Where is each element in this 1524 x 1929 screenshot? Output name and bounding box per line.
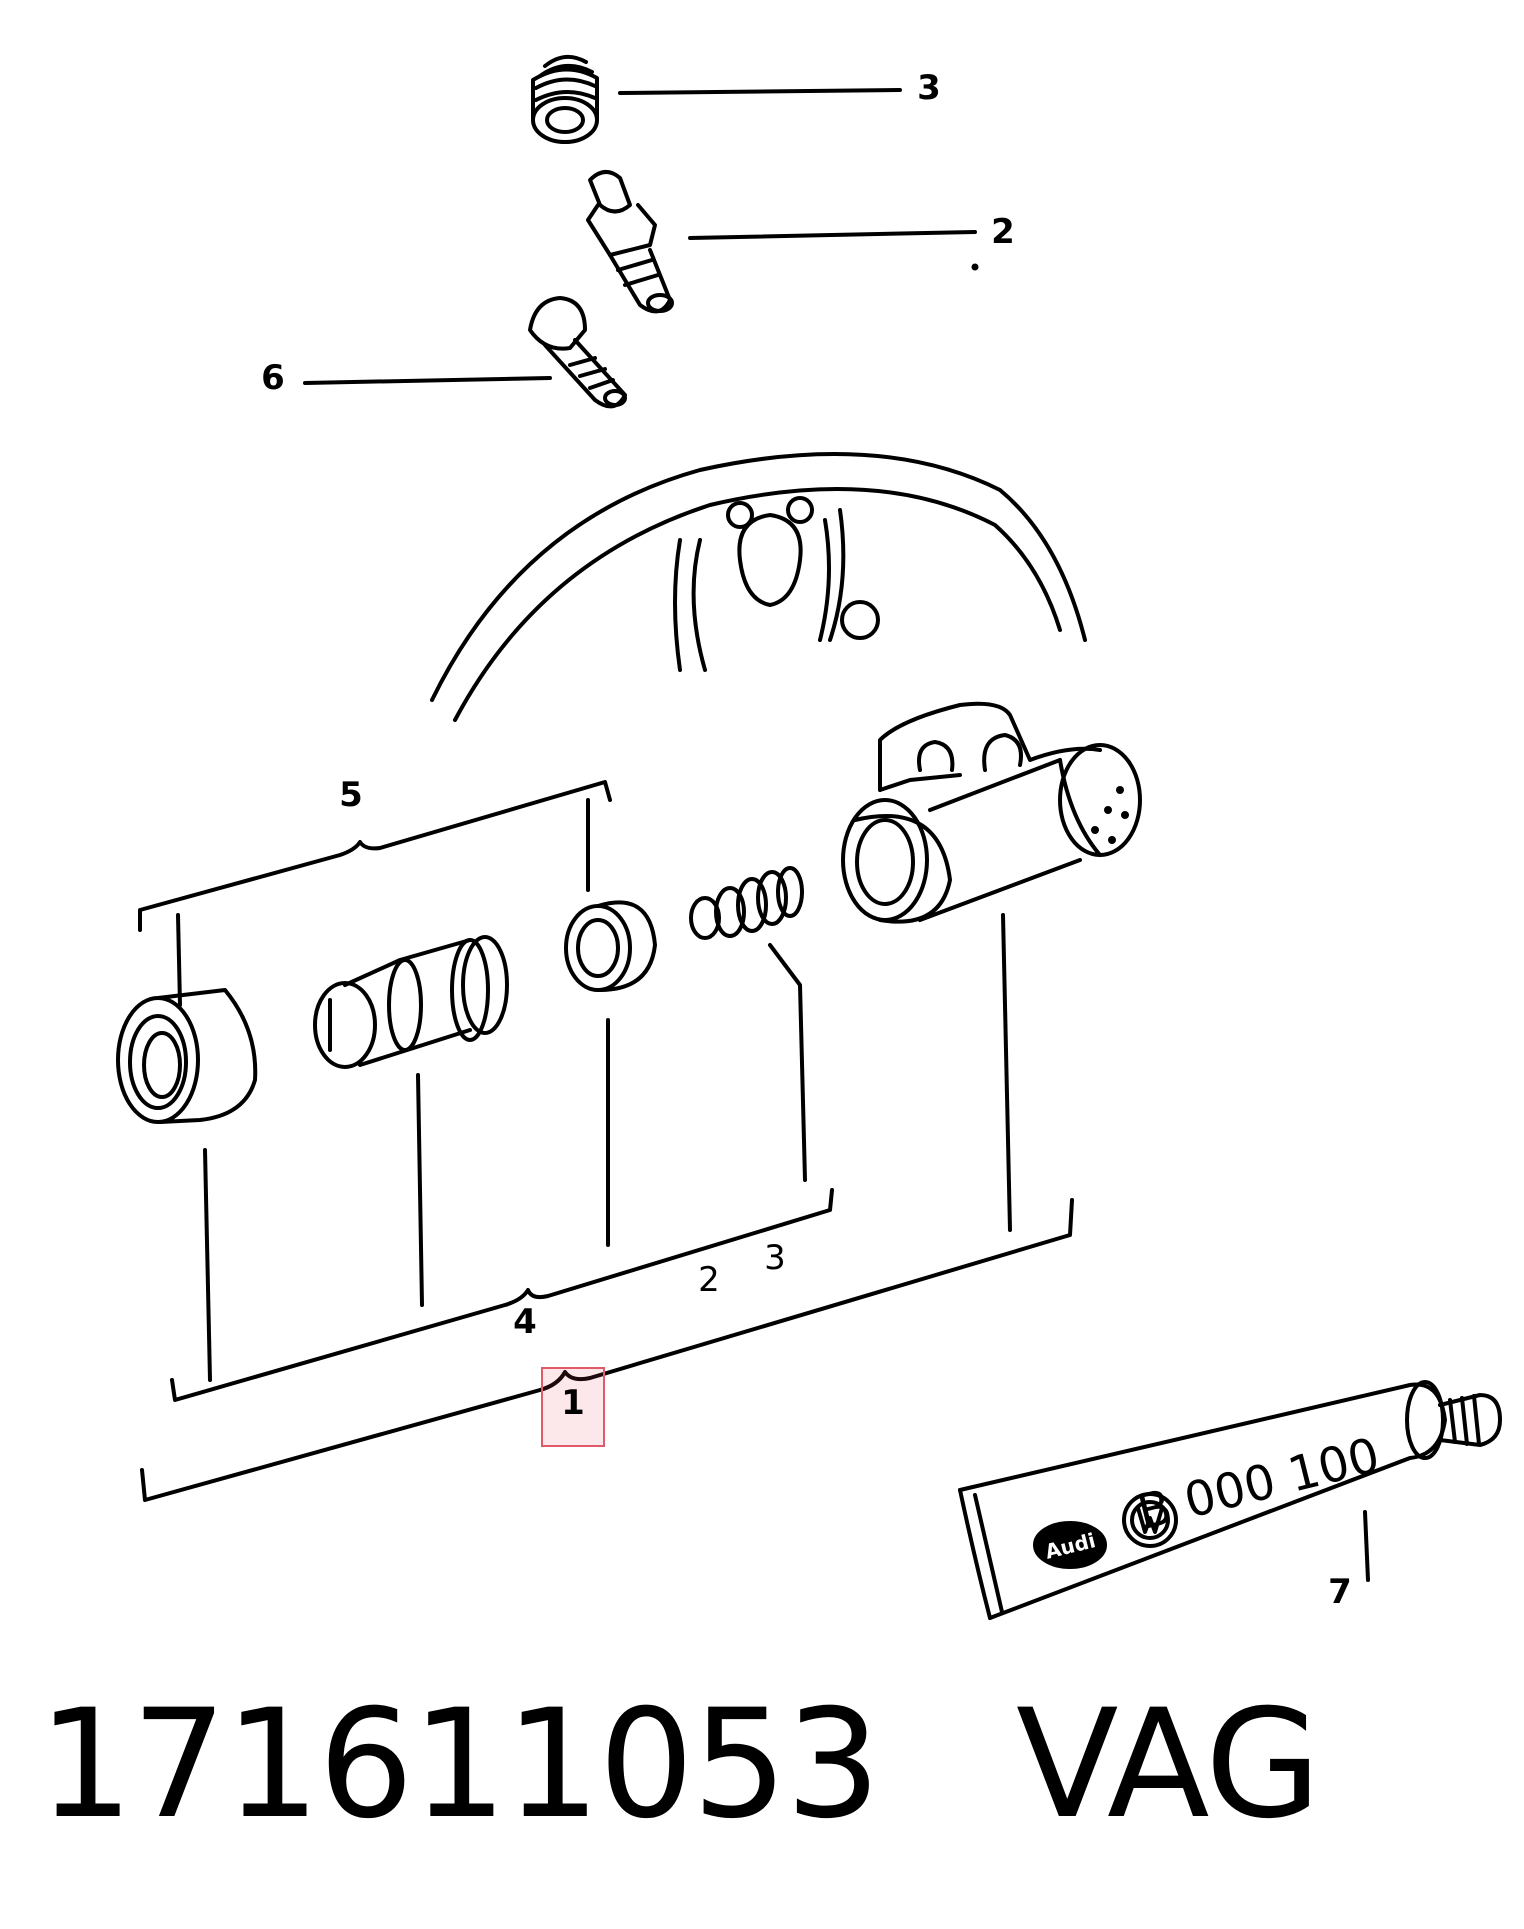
part-dust-boot: [116, 913, 258, 1382]
backing-plate: [430, 452, 1087, 722]
brand-name: VAG: [1015, 1678, 1321, 1852]
callout-1-highlight: [541, 1367, 605, 1447]
callout-6: 6: [261, 358, 285, 398]
bracket-4: [170, 1188, 834, 1402]
part-grease-tube: [958, 1380, 1502, 1620]
bracket-1: [140, 1198, 1074, 1502]
callout-5: 5: [339, 775, 363, 815]
part-screw: [303, 296, 627, 409]
callout-2-top: 2: [991, 212, 1015, 252]
part-bleeder-cap: [531, 54, 902, 144]
part-bleeder-valve: [586, 170, 979, 314]
tube-part-code: B 000 100: [1132, 1427, 1385, 1541]
part-caption: 171611053 VAG: [38, 1690, 1321, 1840]
callout-1: 1: [561, 1383, 585, 1423]
callout-7: 7: [1328, 1572, 1352, 1612]
part-wheel-cylinder-housing: [841, 701, 1142, 1232]
callout-4: 4: [513, 1302, 537, 1342]
part-cup-seal: [564, 798, 657, 1247]
callout-3-top: 3: [917, 68, 941, 108]
part-number: 171611053: [38, 1678, 881, 1852]
caption-gap: [879, 1678, 1016, 1852]
bracket-5: [138, 780, 612, 932]
callout-3-low: 3: [764, 1238, 786, 1278]
part-piston: [313, 935, 509, 1307]
callout-2-low: 2: [698, 1260, 720, 1300]
part-spring: [689, 866, 807, 1182]
